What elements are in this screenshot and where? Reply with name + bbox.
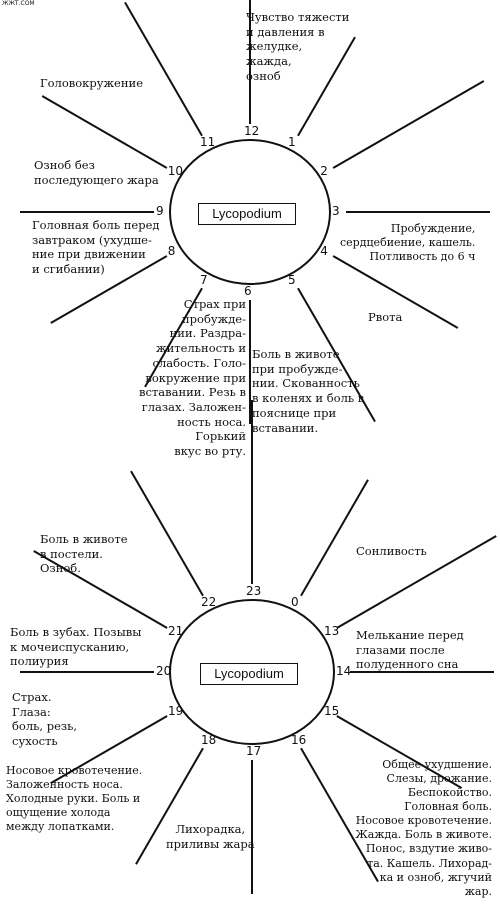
bottom-label-h17: Общее ухудшение. Слезы, дрожание. Беспок… xyxy=(355,758,492,898)
top-label-h7: Страх при пробужде- нии. Раздра- жительн… xyxy=(139,297,246,459)
bottom-hour-number-14: 14 xyxy=(336,664,352,678)
top-label-h9: Головная боль перед завтраком (ухудше- н… xyxy=(32,218,160,277)
bottom-hour-number-23: 23 xyxy=(246,584,262,598)
top-ray-2 xyxy=(332,80,485,169)
bottom-ray-19 xyxy=(50,715,168,784)
bottom-hour-number-20: 20 xyxy=(156,664,172,678)
bottom-label-h14: Мелькание перед глазами после полуденног… xyxy=(356,628,464,672)
top-remedy-box: Lycopodium xyxy=(198,203,296,225)
bottom-label-h13: Сонливость xyxy=(356,544,427,558)
bottom-hour-number-22: 22 xyxy=(201,594,217,609)
top-ray-10 xyxy=(41,95,168,169)
bottom-label-h21: Страх. Глаза: боль, резь, сухость xyxy=(12,690,78,749)
bottom-clock-circle xyxy=(169,599,335,745)
top-ray-4 xyxy=(332,255,459,329)
top-hour-number-10: 10 xyxy=(167,164,184,178)
bottom-ray-15 xyxy=(336,715,463,789)
watermark: ЖЖТ.COM xyxy=(2,0,35,7)
top-ray-7 xyxy=(144,287,203,388)
top-ray-1 xyxy=(297,36,356,137)
bottom-ray-0 xyxy=(300,479,369,597)
bottom-ray-21 xyxy=(33,550,168,629)
bottom-hour-number-15: 15 xyxy=(323,704,340,718)
bottom-hour-number-0: 0 xyxy=(291,594,299,609)
bottom-ray-22 xyxy=(130,470,204,597)
top-hour-number-2: 2 xyxy=(320,164,328,178)
bottom-hour-number-16: 16 xyxy=(291,733,307,748)
top-hour-number-3: 3 xyxy=(332,204,340,218)
top-clock-circle xyxy=(169,139,331,285)
bottom-hour-number-21: 21 xyxy=(168,624,184,638)
bottom-hour-number-19: 19 xyxy=(168,704,184,718)
bottom-ray-18 xyxy=(135,747,204,865)
top-label-h3: Пробуждение, сердцебиение, кашель. Потли… xyxy=(340,222,476,264)
bottom-label-h19: Лихорадка, приливы жара xyxy=(166,822,255,851)
bottom-label-h22: Боль в зубах. Позывы к мочеиспусканию, п… xyxy=(10,625,142,669)
top-label-h5: Рвота xyxy=(368,310,403,324)
top-hour-number-8: 8 xyxy=(167,244,176,258)
top-ray-5 xyxy=(297,287,376,423)
top-label-h12: Чувство тяжести и давления в желудке, жа… xyxy=(246,10,350,83)
top-ray-11 xyxy=(124,1,203,137)
bottom-remedy-box: Lycopodium xyxy=(200,663,298,685)
bottom-hour-number-17: 17 xyxy=(246,744,262,758)
top-label-h6: Боль в животе при пробужде- нии. Скованн… xyxy=(252,347,365,435)
top-hour-number-6: 6 xyxy=(244,284,252,298)
top-hour-number-1: 1 xyxy=(288,134,296,149)
bottom-ray-13 xyxy=(336,535,497,629)
bottom-ray-16 xyxy=(300,747,379,883)
top-hour-number-9: 9 xyxy=(156,204,164,218)
top-label-h11: Головокружение xyxy=(40,76,144,90)
top-hour-number-4: 4 xyxy=(320,244,328,258)
top-hour-number-5: 5 xyxy=(288,273,296,288)
bottom-label-h23: Боль в животе в постели. Озноб. xyxy=(40,532,128,576)
bottom-hour-number-18: 18 xyxy=(201,733,217,748)
top-label-h10: Озноб без последующего жара xyxy=(34,158,159,187)
top-ray-8 xyxy=(50,255,168,324)
top-hour-number-11: 11 xyxy=(200,134,216,149)
bottom-hour-number-13: 13 xyxy=(323,624,340,638)
top-hour-number-7: 7 xyxy=(200,273,208,288)
bottom-label-h20: Носовое кровотечение. Заложенность носа.… xyxy=(6,764,143,834)
top-hour-number-12: 12 xyxy=(244,124,260,138)
